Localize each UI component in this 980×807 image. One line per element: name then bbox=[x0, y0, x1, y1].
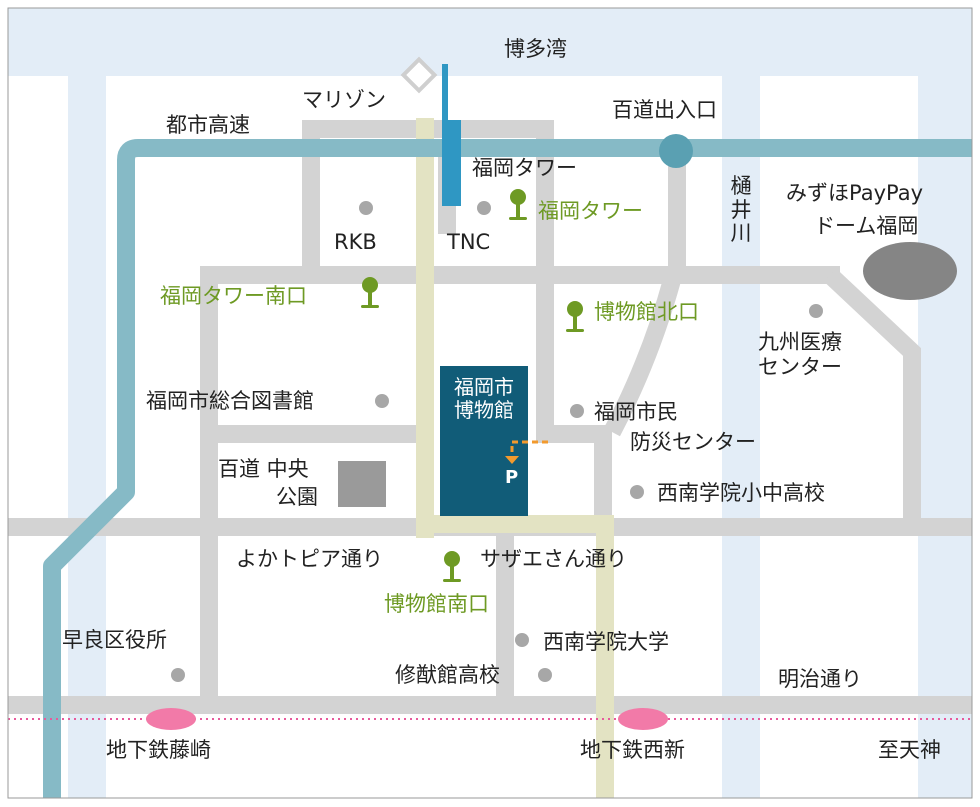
route-museum-south bbox=[434, 515, 614, 533]
park-icon bbox=[338, 461, 386, 507]
parking-arrow-icon bbox=[510, 440, 548, 458]
seinan-school-dot-icon bbox=[630, 485, 644, 499]
museum-label-line2: 博物館 bbox=[454, 398, 514, 422]
bus-stop-tower-label: 福岡タワー bbox=[538, 199, 643, 223]
parking-arrowhead-icon bbox=[505, 456, 519, 464]
expressway-label: 都市高速 bbox=[166, 113, 250, 137]
subway-tenjin-label: 至天神 bbox=[878, 738, 941, 762]
marizon-icon bbox=[400, 56, 438, 94]
river-char: 樋 bbox=[730, 174, 752, 198]
bus-stop-museum-north-label: 博物館北口 bbox=[594, 300, 699, 324]
pier-icon bbox=[442, 64, 461, 206]
marizon-label: マリゾン bbox=[302, 88, 386, 112]
yokatopia-street-label: よかトピア通り bbox=[236, 547, 383, 571]
medical-dot-icon bbox=[809, 304, 823, 318]
bus-stop-museum-south-label: 博物館南口 bbox=[384, 592, 489, 616]
sawara-dot-icon bbox=[171, 668, 185, 682]
street-tower-south bbox=[200, 266, 840, 284]
street-disaster-south bbox=[594, 425, 612, 535]
disaster-label-line2: 防災センター bbox=[630, 430, 756, 454]
expressway-ramp-label: 百道出入口 bbox=[612, 98, 717, 122]
park-label-line1: 百道 中央 bbox=[218, 457, 309, 481]
medical-label-line1: 九州医療 bbox=[758, 330, 842, 354]
street-diagonal bbox=[604, 277, 681, 437]
library-label: 福岡市総合図書館 bbox=[146, 389, 314, 413]
museum-label-line1: 福岡市 bbox=[454, 375, 514, 399]
seinan-univ-label: 西南学院大学 bbox=[543, 630, 669, 654]
street-disaster bbox=[536, 425, 612, 443]
subway-station-icon bbox=[618, 708, 668, 730]
disaster-dot-icon bbox=[570, 404, 584, 418]
street-seinan bbox=[496, 536, 514, 696]
dome-label-line2: ドーム福岡 bbox=[814, 214, 919, 238]
parking-label: P bbox=[505, 467, 519, 488]
river-band bbox=[722, 8, 760, 798]
sea-label: 博多湾 bbox=[504, 37, 567, 61]
river-label: 樋 井 川 bbox=[728, 174, 754, 246]
tnc-dot-icon bbox=[477, 201, 491, 215]
tnc-label: TNC bbox=[447, 230, 491, 254]
expressway-line bbox=[43, 139, 972, 798]
river-char: 川 bbox=[730, 221, 752, 246]
park-label-line2: 公園 bbox=[276, 485, 318, 509]
expressway-ramp-icon bbox=[659, 134, 693, 168]
seinan-school-label: 西南学院小中高校 bbox=[657, 481, 825, 505]
subway-nishijin-label: 地下鉄西新 bbox=[580, 738, 685, 762]
waterway-band-east bbox=[918, 8, 972, 798]
fukuoka-tower-label: 福岡タワー bbox=[472, 156, 577, 180]
street-rkb-west bbox=[302, 120, 320, 272]
library-dot-icon bbox=[375, 394, 389, 408]
bus-stop-tower-south-label: 福岡タワー南口 bbox=[160, 284, 307, 308]
seinan-univ-dot-icon bbox=[515, 633, 529, 647]
route-museum-west bbox=[416, 118, 434, 538]
dome-icon bbox=[863, 242, 957, 300]
street-library bbox=[200, 425, 420, 443]
street-meiji bbox=[8, 696, 972, 714]
shuyukan-label: 修猷館高校 bbox=[395, 663, 500, 687]
street-west bbox=[200, 266, 218, 706]
rkb-dot-icon bbox=[359, 201, 373, 215]
dome-label-line1: みずほPayPay bbox=[786, 181, 924, 205]
meiji-street-label: 明治通り bbox=[778, 667, 862, 691]
rkb-label: RKB bbox=[334, 230, 377, 254]
shuyukan-dot-icon bbox=[538, 668, 552, 682]
disaster-label-line1: 福岡市民 bbox=[594, 400, 678, 424]
medical-label-line2: センター bbox=[758, 355, 842, 379]
sawara-ward-label: 早良区役所 bbox=[62, 628, 167, 652]
subway-fujisaki-label: 地下鉄藤崎 bbox=[106, 738, 211, 762]
subway-station-icon bbox=[146, 708, 196, 730]
street-ramp-north bbox=[668, 160, 686, 280]
museum-label: 福岡市 博物館 bbox=[440, 376, 528, 422]
street-dome-loop bbox=[823, 268, 921, 520]
route-sazae bbox=[596, 515, 614, 798]
waterway-band-west bbox=[68, 8, 106, 798]
river-char: 井 bbox=[730, 197, 752, 222]
sazae-street-label: サザエさん通り bbox=[480, 547, 627, 571]
